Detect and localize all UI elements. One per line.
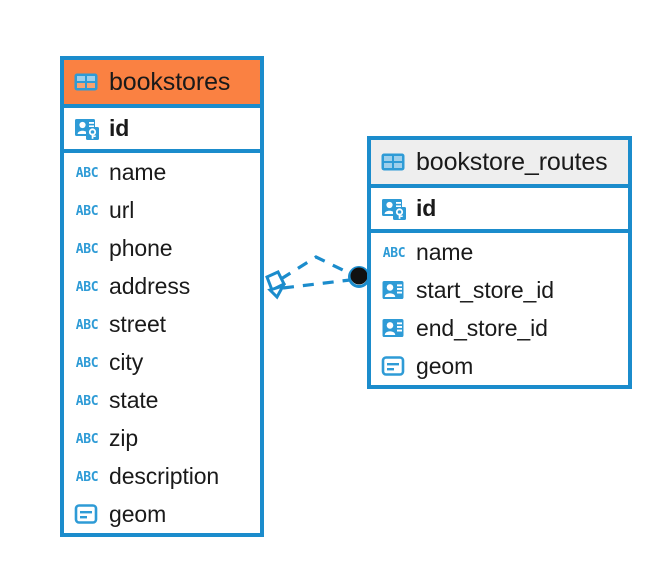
abc-text-icon: ABC <box>382 245 406 261</box>
field-label-bookstores-url: url <box>109 196 135 223</box>
geometry-icon <box>381 355 407 377</box>
field-row-bookstores-name[interactable]: ABC name <box>64 153 260 191</box>
abc-text-icon: ABC <box>75 203 99 219</box>
primary-key-icon <box>74 117 100 141</box>
entity-bookstore-routes[interactable]: bookstore_routes id ABC <box>367 136 632 389</box>
field-label-bookstores-name: name <box>109 158 167 185</box>
field-label-routes-geom: geom <box>416 352 474 379</box>
abc-text-icon: ABC <box>75 241 99 257</box>
relationship-line-lower <box>282 278 351 290</box>
field-row-routes-end-store-id[interactable]: end_store_id <box>371 309 628 347</box>
field-row-bookstores-city[interactable]: ABC city <box>64 343 260 381</box>
entity-title-bookstores: bookstores <box>109 67 231 96</box>
diamond-arrow-marker <box>265 270 287 300</box>
abc-text-icon: ABC <box>75 165 99 181</box>
field-row-bookstores-phone[interactable]: ABC phone <box>64 229 260 267</box>
abc-text-icon: ABC <box>75 393 99 409</box>
field-label-bookstores-description: description <box>109 462 220 489</box>
field-label-bookstores-geom: geom <box>109 500 167 527</box>
field-label-bookstores-phone: phone <box>109 234 173 261</box>
field-label-bookstores-state: state <box>109 386 159 413</box>
foreign-key-icon <box>381 317 407 339</box>
table-icon <box>73 71 99 93</box>
entity-bookstores[interactable]: bookstores id ABC <box>60 56 264 537</box>
entity-header-bookstore-routes: bookstore_routes <box>371 140 628 188</box>
abc-text-icon: ABC <box>75 279 99 295</box>
field-label-bookstores-street: street <box>109 310 166 337</box>
field-row-bookstores-state[interactable]: ABC state <box>64 381 260 419</box>
field-label-routes-id: id <box>416 195 437 221</box>
field-label-routes-start-store-id: start_store_id <box>416 276 554 303</box>
filled-circle-marker <box>348 266 370 288</box>
field-row-bookstores-address[interactable]: ABC address <box>64 267 260 305</box>
relationship-line-upper <box>280 255 352 281</box>
field-row-routes-geom[interactable]: geom <box>371 347 628 385</box>
field-label-bookstores-address: address <box>109 272 191 299</box>
entity-header-bookstores: bookstores <box>64 60 260 108</box>
abc-text-icon: ABC <box>75 355 99 371</box>
field-row-bookstores-url[interactable]: ABC url <box>64 191 260 229</box>
geometry-icon <box>74 503 100 525</box>
primary-key-icon <box>381 197 407 221</box>
field-row-routes-id[interactable]: id <box>371 188 628 233</box>
field-row-bookstores-description[interactable]: ABC description <box>64 457 260 495</box>
foreign-key-icon <box>381 279 407 301</box>
field-label-bookstores-city: city <box>109 348 144 375</box>
field-row-bookstores-street[interactable]: ABC street <box>64 305 260 343</box>
field-label-bookstores-id: id <box>109 115 130 141</box>
abc-text-icon: ABC <box>75 431 99 447</box>
table-icon <box>380 151 406 173</box>
field-row-routes-start-store-id[interactable]: start_store_id <box>371 271 628 309</box>
abc-text-icon: ABC <box>75 469 99 485</box>
abc-text-icon: ABC <box>75 317 99 333</box>
field-row-bookstores-geom[interactable]: geom <box>64 495 260 533</box>
field-row-bookstores-id[interactable]: id <box>64 108 260 153</box>
field-row-bookstores-zip[interactable]: ABC zip <box>64 419 260 457</box>
field-row-routes-name[interactable]: ABC name <box>371 233 628 271</box>
entity-title-bookstore-routes: bookstore_routes <box>416 147 608 176</box>
field-label-bookstores-zip: zip <box>109 424 139 451</box>
field-label-routes-end-store-id: end_store_id <box>416 314 548 341</box>
field-label-routes-name: name <box>416 238 474 265</box>
